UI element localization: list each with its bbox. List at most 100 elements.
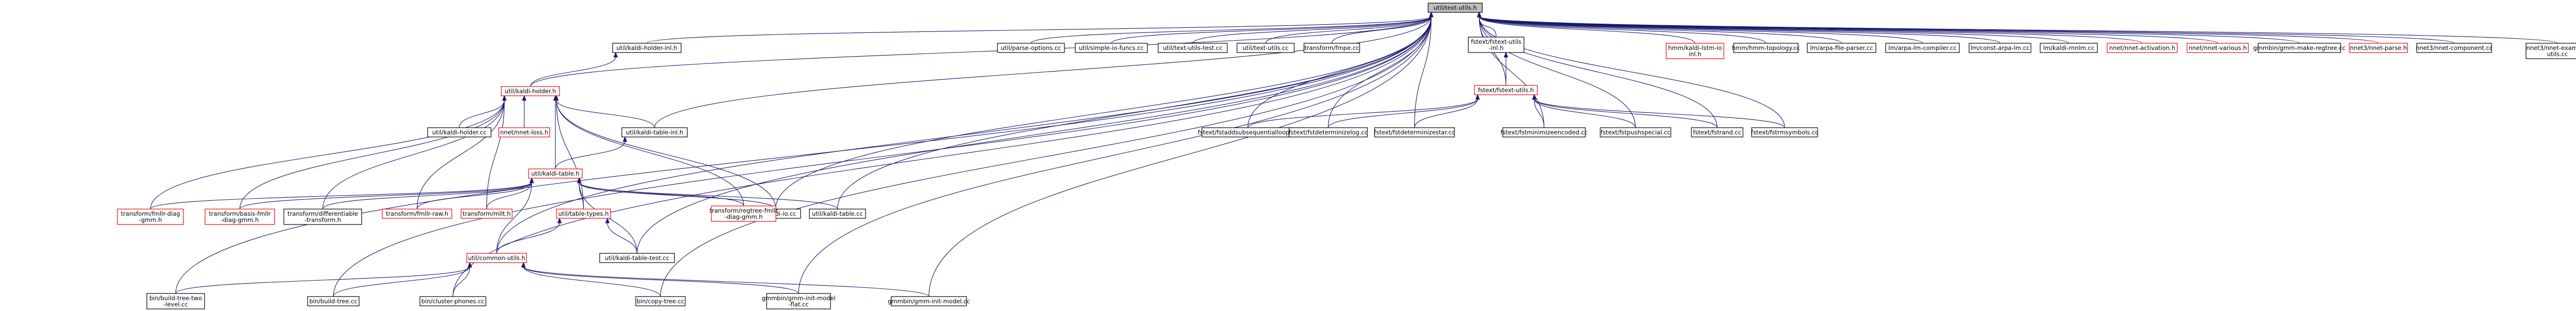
dependency-edge (1477, 11, 1718, 128)
node-box (635, 296, 686, 306)
node-box (1502, 127, 1586, 137)
edge-line (530, 56, 616, 87)
graph-node-kaldi-holder-h[interactable]: util/kaldi-holder.h (501, 86, 560, 96)
graph-node-transform-mllt[interactable]: transform/mllt.h (461, 209, 513, 219)
dependency-edge (530, 51, 618, 87)
graph-node-hmm-topology[interactable]: hmm/hmm-topology.cc (1732, 43, 1800, 53)
edge-line (607, 222, 638, 254)
node-box (1600, 127, 1671, 137)
graph-node-root: util/text-utils.h (1428, 3, 1483, 13)
graph-node-kaldi-holder-inl[interactable]: util/kaldi-holder-inl.h (612, 43, 682, 53)
graph-node-kaldi-rnnlm[interactable]: lm/kaldi-rnnlm.cc (2040, 43, 2098, 53)
graph-node-arpa-lm-compiler[interactable]: lm/arpa-lm-compiler.cc (1885, 43, 1960, 53)
graph-node-nnet3-example-utils[interactable]: nnet3/nnet-example-utils.cc (2526, 43, 2576, 59)
graph-node-kaldi-table-inl[interactable]: util/kaldi-table-inl.h (621, 127, 688, 137)
graph-node-copy-tree[interactable]: bin/copy-tree.cc (635, 296, 686, 306)
graph-node-kaldi-table-h[interactable]: util/kaldi-table.h (528, 168, 583, 179)
node-label: util/common-utils.h (468, 254, 525, 262)
node-label: -flat.cc (788, 301, 808, 308)
graph-node-kaldi-holder-cc[interactable]: util/kaldi-holder.cc (427, 127, 492, 137)
node-box (528, 168, 583, 179)
graph-node-text-utils-cc[interactable]: util/text-utils.cc (1236, 43, 1295, 53)
graph-node-regtree-fmllr[interactable]: transform/regtree-fmllr-diag-gmm.h (709, 205, 778, 222)
graph-node-fstext-utils-h[interactable]: fstext/fstext-utils.h (1474, 85, 1538, 95)
graph-node-kaldi-table-test[interactable]: util/kaldi-table-test.cc (599, 253, 675, 263)
graph-node-nnet-loss[interactable]: nnet/nnet-loss.h (498, 127, 550, 137)
edge-line (175, 266, 470, 294)
edge-line (556, 99, 776, 210)
edge-line (1534, 98, 1785, 128)
graph-node-table-types[interactable]: util/table-types.h (556, 209, 611, 219)
edge-line (1479, 16, 2070, 44)
dependency-edge (1328, 94, 1480, 128)
node-box (146, 293, 205, 309)
node-box (283, 209, 362, 225)
edge-line (1479, 16, 2379, 44)
graph-node-gmm-init-model-flat[interactable]: gmmbin/gmm-init-model-flat.cc (761, 293, 836, 309)
edge-line (322, 99, 505, 210)
node-box (1236, 43, 1295, 53)
graph-node-t-add-subsequential[interactable]: fstext/fstaddsubsequentialloop.cc (1198, 127, 1298, 137)
graph-node-cluster-phones[interactable]: bin/cluster-phones.cc (419, 296, 486, 306)
graph-node-const-arpa-lm[interactable]: lm/const-arpa-lm.cc (1969, 43, 2031, 53)
dependency-edge (521, 262, 929, 297)
node-box (2349, 43, 2408, 53)
edge-arrowhead (605, 217, 610, 223)
edge-line (322, 182, 532, 210)
edge-line (1414, 98, 1478, 128)
graph-node-text-utils-test[interactable]: util/text-utils-test.cc (1158, 43, 1228, 53)
edge-line (1479, 16, 1842, 44)
graph-node-fstext-utils-inl[interactable]: fstext/fstext-utils-inl.h (1468, 37, 1524, 53)
graph-node-fmllr-raw[interactable]: transform/fmllr-raw.h (382, 209, 452, 219)
node-label: nnet/nnet-activation.h (2109, 44, 2175, 51)
node-label: lm/kaldi-rnnlm.cc (2043, 44, 2094, 51)
graph-node-parse-options[interactable]: util/parse-options.cc (997, 43, 1065, 53)
graph-node-build-tree-two-level[interactable]: bin/build-tree-two-level.cc (146, 293, 205, 309)
graph-node-kaldi-table-cc[interactable]: util/kaldi-table.cc (809, 209, 866, 219)
node-label: inl.h (1689, 50, 1702, 58)
graph-node-arpa-file-parser[interactable]: lm/arpa-file-parser.cc (1807, 43, 1876, 53)
graph-node-gmm-init-model[interactable]: gmmbin/gmm-init-model.cc (888, 296, 970, 306)
dependency-edge (555, 136, 628, 169)
graph-node-t-minimizeencoded[interactable]: fstext/fstminimizeencoded.cc (1500, 127, 1588, 137)
edge-line (530, 16, 1432, 87)
edge-line (523, 266, 661, 297)
edge-line (1192, 16, 1432, 44)
node-box (382, 209, 452, 219)
dependency-edge (554, 95, 776, 210)
node-label: lm/arpa-lm-compiler.cc (1888, 44, 1956, 51)
dependency-edge (175, 11, 1434, 294)
graph-node-t-determinizelog[interactable]: fstext/fstdeterminizelog.cc (1289, 127, 1368, 137)
graph-node-nnet3-component[interactable]: nnet3/nnet-component.cc (2416, 43, 2493, 53)
node-label: fstext/fstdeterminizestar.cc (1374, 129, 1455, 136)
node-box (711, 205, 776, 222)
dependency-edge (660, 11, 1434, 297)
graph-node-t-determinizestar[interactable]: fstext/fstdeterminizestar.cc (1374, 127, 1455, 137)
graph-node-t-pushspecial[interactable]: fstext/fstpushspecial.cc (1600, 127, 1671, 137)
graph-node-basis-fmllr[interactable]: transform/basis-fmllr-diag-gmm.h (205, 209, 275, 225)
graph-node-fmllr-diag-gmm[interactable]: transform/fmllr-diag-gmm.h (117, 209, 184, 225)
edge-line (556, 99, 744, 206)
graph-node-transform-fmpe[interactable]: transform/fmpe.cc (1303, 43, 1360, 53)
graph-node-common-utils[interactable]: util/common-utils.h (466, 253, 527, 263)
graph-node-build-tree[interactable]: bin/build-tree.cc (307, 296, 360, 306)
dependency-edge (521, 262, 799, 294)
graph-node-nnet-various[interactable]: nnet/nnet-various.h (2187, 43, 2249, 53)
node-label: transform/differentiable (287, 210, 358, 217)
graph-node-nnet3-parse[interactable]: nnet3/nnet-parse.h (2349, 43, 2408, 53)
node-box (621, 127, 688, 137)
graph-node-differentiable[interactable]: transform/differentiable-transform.h (283, 209, 362, 225)
graph-node-t-rand[interactable]: fstext/fstrand.cc (1691, 127, 1743, 137)
graph-node-t-rmsymbols[interactable]: fstext/fstrmsymbols.cc (1751, 127, 1819, 137)
graph-node-nnet-activation[interactable]: nnet/nnet-activation.h (2107, 43, 2178, 53)
node-box (117, 209, 184, 225)
edge-line (636, 16, 1432, 254)
edge-line (1247, 98, 1478, 128)
node-label: fstext/fstpushspecial.cc (1601, 129, 1670, 136)
dependency-edge (150, 177, 534, 210)
edge-line (660, 16, 1432, 297)
node-box (1468, 37, 1524, 53)
graph-node-simple-io-funcs[interactable]: util/simple-io-funcs.cc (1075, 43, 1148, 53)
graph-node-gmm-make-regtree[interactable]: gmmbin/gmm-make-regtree.cc (2253, 43, 2346, 53)
